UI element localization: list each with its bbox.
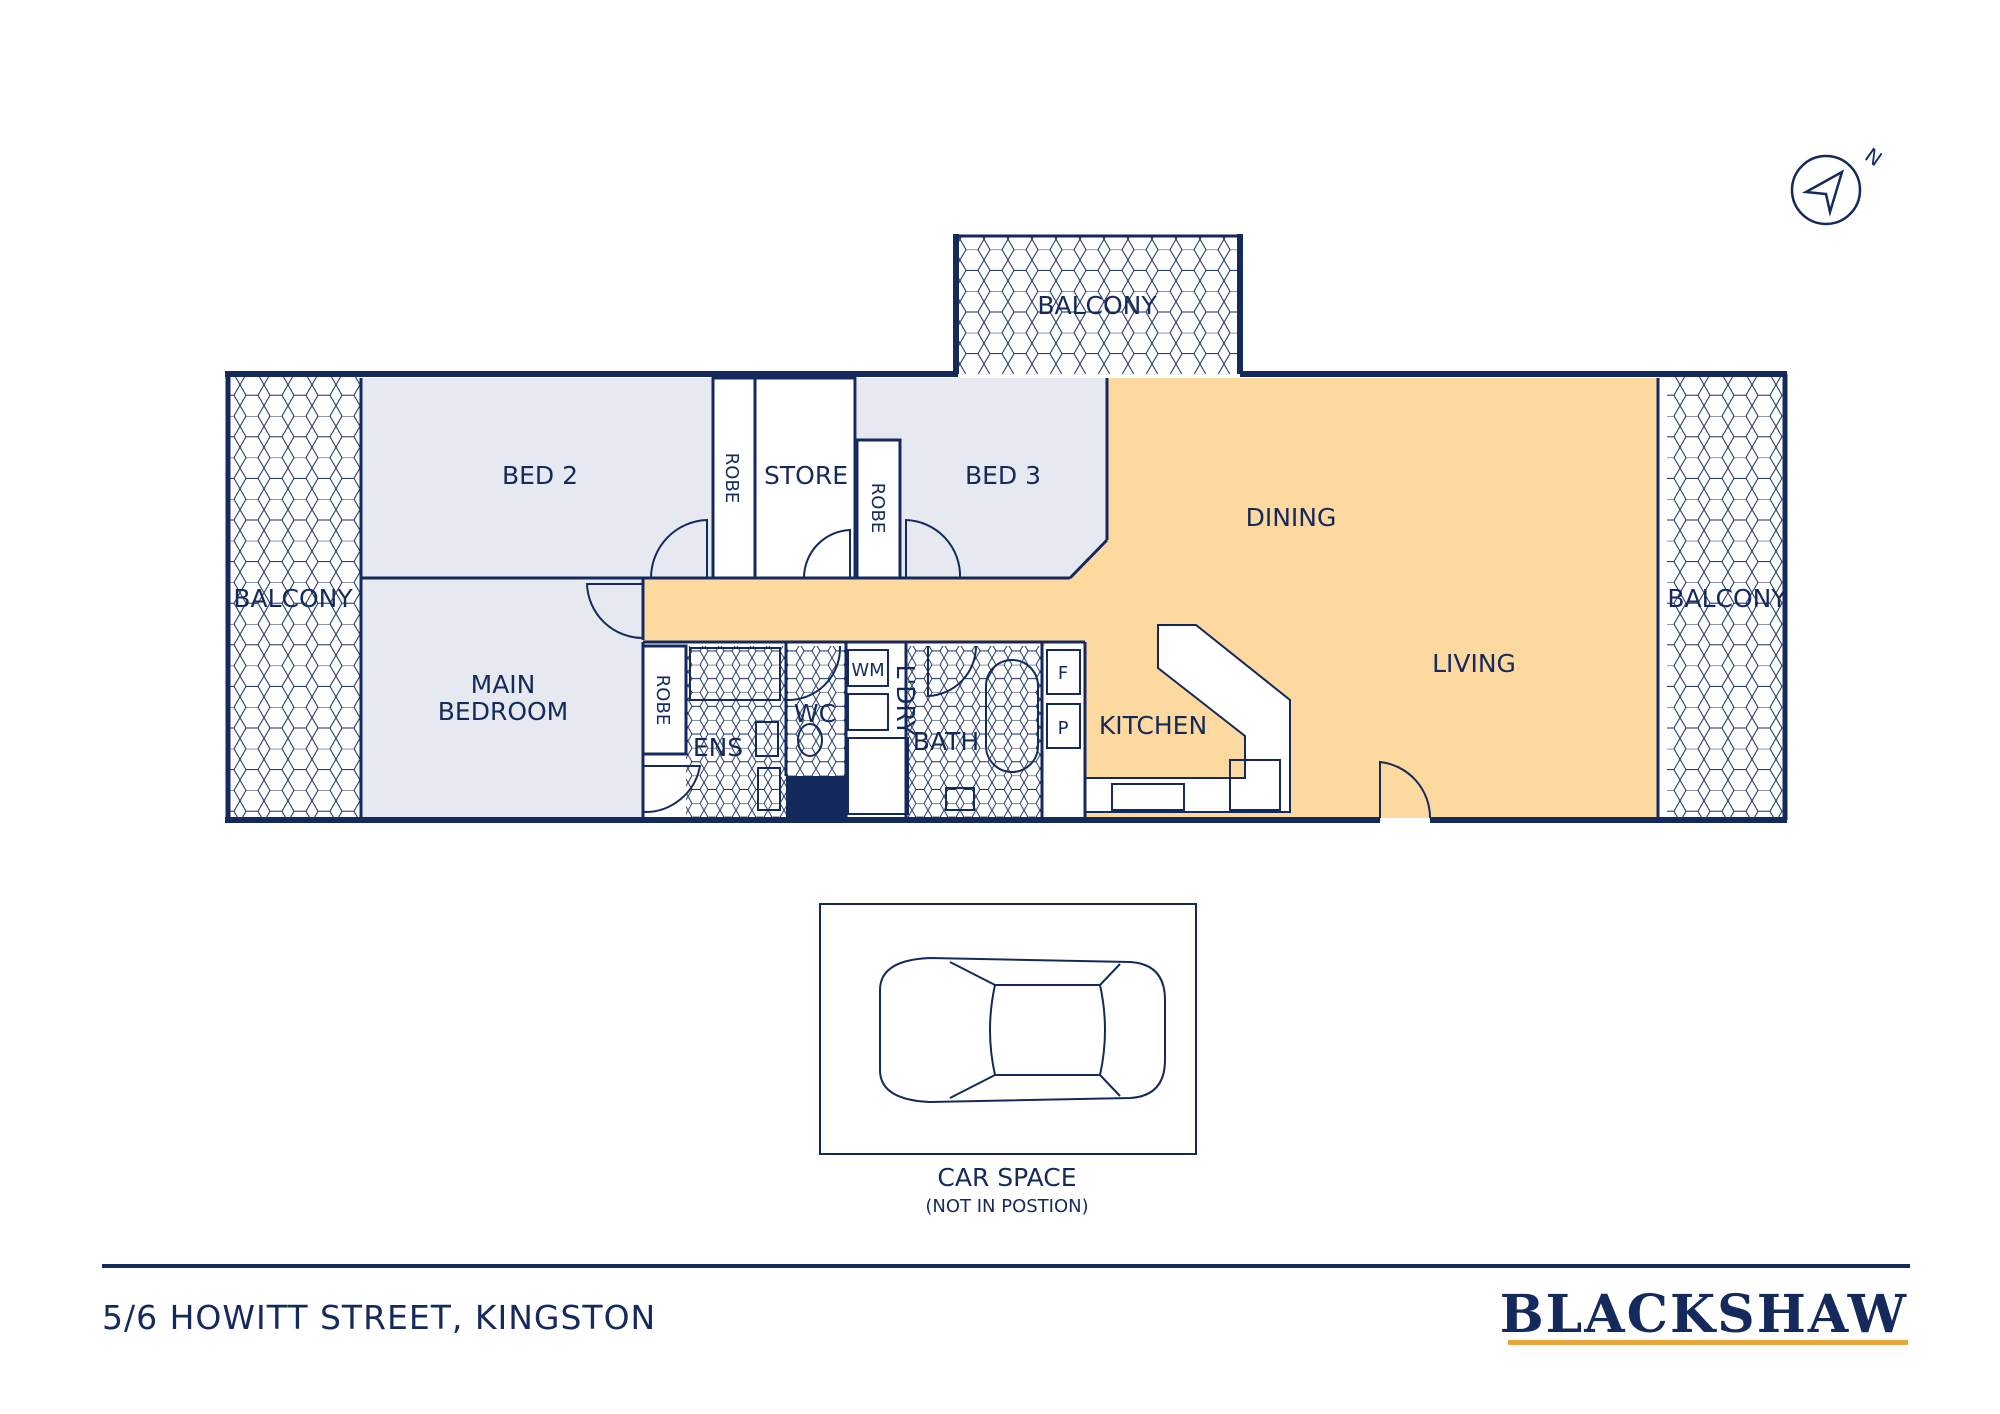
label-ldry: L'DRY <box>891 664 920 736</box>
hallway-fill <box>643 578 1085 642</box>
compass-icon <box>1790 154 1862 226</box>
label-robe-main: ROBE <box>652 675 673 725</box>
label-store: STORE <box>764 461 848 490</box>
label-ens: ENS <box>693 733 743 762</box>
label-robe-bed2: ROBE <box>721 453 742 503</box>
footer-divider <box>102 1264 1910 1268</box>
label-balcony-top: BALCONY <box>1037 291 1157 320</box>
label-balcony-right: BALCONY <box>1667 584 1787 613</box>
car-space-box <box>819 903 1197 1155</box>
fixtures <box>689 647 1281 815</box>
balcony-right <box>1667 375 1785 820</box>
robe-bed2 <box>711 376 757 580</box>
label-pantry: P <box>1058 718 1069 739</box>
robe-main <box>641 644 688 756</box>
robe-bed3 <box>855 438 902 580</box>
label-balcony-left: BALCONY <box>233 584 353 613</box>
service-duct <box>786 776 846 820</box>
label-fridge: F <box>1058 663 1068 684</box>
label-dining: DINING <box>1246 503 1337 532</box>
label-bath: BATH <box>913 727 979 756</box>
main-bedroom-fill <box>361 578 643 818</box>
label-living: LIVING <box>1432 649 1516 678</box>
label-robe-bed3: ROBE <box>867 483 888 533</box>
label-main-bedroom-1: MAIN <box>471 670 536 699</box>
store <box>753 376 857 580</box>
balcony-top <box>958 236 1240 374</box>
label-wm: WM <box>851 660 884 681</box>
balcony-left <box>229 375 361 820</box>
property-address: 5/6 HOWITT STREET, KINGSTON <box>102 1298 657 1337</box>
bed3-fill <box>857 378 1107 578</box>
bed2-fill <box>361 378 713 578</box>
living-area-fill <box>643 378 1658 818</box>
car-icon <box>879 956 1166 1104</box>
label-bed3: BED 3 <box>965 461 1041 490</box>
brand-logo: BLACKSHAW <box>1499 1284 1908 1345</box>
label-wc: WC <box>794 699 836 728</box>
label-car-space: CAR SPACE <box>937 1163 1076 1192</box>
label-kitchen: KITCHEN <box>1099 711 1207 740</box>
ensuite-floor <box>686 646 786 818</box>
label-main-bedroom-2: BEDROOM <box>438 697 569 726</box>
compass-north-label: N <box>1861 143 1887 171</box>
label-car-note: (NOT IN POSTION) <box>925 1196 1088 1217</box>
brand-underline <box>1508 1340 1908 1345</box>
label-bed2: BED 2 <box>502 461 578 490</box>
doors <box>585 518 1432 819</box>
